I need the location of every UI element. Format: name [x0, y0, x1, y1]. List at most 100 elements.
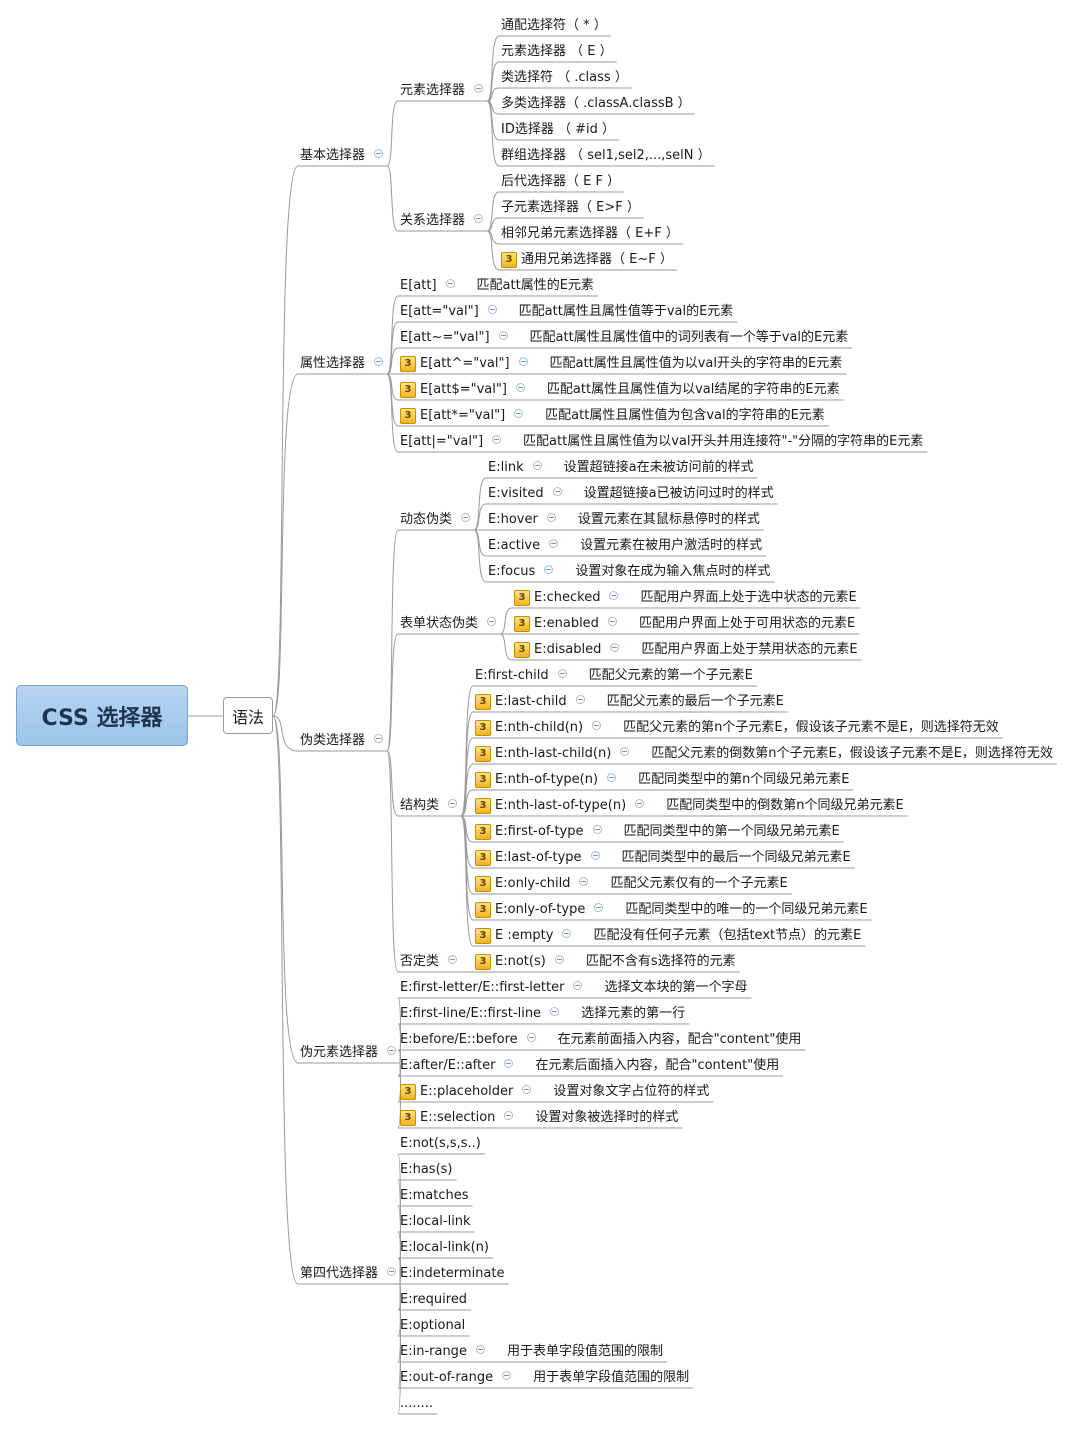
collapse-icon[interactable] — [609, 591, 619, 600]
collapse-icon[interactable] — [562, 929, 572, 938]
leaf-node[interactable]: E:local-link(n) — [400, 1239, 489, 1257]
branch-4[interactable]: 伪元素选择器 — [300, 1044, 397, 1062]
collapse-icon[interactable] — [522, 1085, 532, 1094]
leaf-node[interactable]: E:indeterminate — [400, 1265, 504, 1283]
collapse-icon[interactable] — [575, 695, 585, 704]
collapse-icon[interactable] — [526, 1033, 536, 1042]
leaf-node[interactable]: E[att]匹配att属性的E元素 — [400, 277, 594, 295]
collapse-icon[interactable] — [492, 435, 502, 444]
sub-branch[interactable]: 元素选择器 — [400, 82, 484, 100]
collapse-icon[interactable] — [518, 357, 528, 366]
collapse-icon[interactable] — [502, 1371, 512, 1380]
collapse-icon[interactable] — [448, 799, 458, 808]
branch-1[interactable]: 基本选择器 — [300, 147, 384, 165]
leaf-node[interactable]: 元素选择器 （ E ） — [501, 43, 613, 61]
collapse-icon[interactable] — [514, 409, 524, 418]
leaf-node[interactable]: E[att="val"]匹配att属性且属性值等于val的E元素 — [400, 303, 733, 321]
collapse-icon[interactable] — [549, 539, 559, 548]
collapse-icon[interactable] — [544, 565, 554, 574]
collapse-icon[interactable] — [387, 1046, 397, 1055]
sub-branch[interactable]: 结构类 — [400, 797, 458, 815]
leaf-node[interactable]: E:not(s,s,s..) — [400, 1135, 481, 1153]
branch-3[interactable]: 伪类选择器 — [300, 732, 384, 750]
leaf-node[interactable]: E:has(s) — [400, 1161, 453, 1179]
collapse-icon[interactable] — [387, 1267, 397, 1276]
collapse-icon[interactable] — [374, 149, 384, 158]
collapse-icon[interactable] — [374, 734, 384, 743]
collapse-icon[interactable] — [475, 1345, 485, 1354]
sub-branch[interactable]: 否定类 — [400, 953, 458, 971]
leaf-node[interactable]: E:required — [400, 1291, 467, 1309]
collapse-icon[interactable] — [487, 617, 497, 626]
collapse-icon[interactable] — [620, 747, 630, 756]
leaf-node[interactable]: E[att~="val"]匹配att属性且属性值中的词列表有一个等于val的E元… — [400, 329, 848, 347]
sub-branch[interactable]: 动态伪类 — [400, 511, 471, 529]
leaf-node[interactable]: 后代选择器（ E F ） — [501, 173, 620, 191]
collapse-icon[interactable] — [532, 461, 542, 470]
collapse-icon[interactable] — [474, 84, 484, 93]
collapse-icon[interactable] — [635, 799, 645, 808]
leaf-node[interactable]: E:optional — [400, 1317, 465, 1335]
leaf-node[interactable]: E[att|="val"]匹配att属性且属性值为以val开头并用连接符"-"分… — [400, 433, 923, 451]
syntax-node[interactable]: 语法 — [223, 697, 273, 734]
collapse-icon[interactable] — [515, 383, 525, 392]
collapse-icon[interactable] — [487, 305, 497, 314]
collapse-icon[interactable] — [592, 721, 602, 730]
collapse-icon[interactable] — [461, 513, 471, 522]
collapse-icon[interactable] — [557, 669, 567, 678]
collapse-icon[interactable] — [504, 1111, 514, 1120]
collapse-icon[interactable] — [554, 955, 564, 964]
collapse-icon[interactable] — [610, 643, 620, 652]
collapse-icon[interactable] — [474, 214, 484, 223]
leaf-node[interactable]: E:matches — [400, 1187, 468, 1205]
collapse-icon[interactable] — [573, 981, 583, 990]
leaf-node[interactable]: 子元素选择器（ E>F ） — [501, 199, 640, 217]
leaf-node[interactable]: 相邻兄弟元素选择器（ E+F ） — [501, 225, 679, 243]
leaf-node[interactable]: E:local-link — [400, 1213, 471, 1231]
sub-branch[interactable]: 表单状态伪类 — [400, 615, 497, 633]
collapse-icon[interactable] — [448, 955, 458, 964]
collapse-icon[interactable] — [579, 877, 589, 886]
sub-branch[interactable]: 关系选择器 — [400, 212, 484, 230]
collapse-icon[interactable] — [374, 357, 384, 366]
collapse-icon[interactable] — [445, 279, 455, 288]
root-node[interactable]: CSS 选择器 — [16, 685, 188, 746]
leaf-node[interactable]: ........ — [400, 1395, 433, 1413]
collapse-icon[interactable] — [498, 331, 508, 340]
collapse-icon[interactable] — [607, 617, 617, 626]
branch-5[interactable]: 第四代选择器 — [300, 1265, 397, 1283]
leaf-node[interactable]: ID选择器 （ #id ） — [501, 121, 615, 139]
